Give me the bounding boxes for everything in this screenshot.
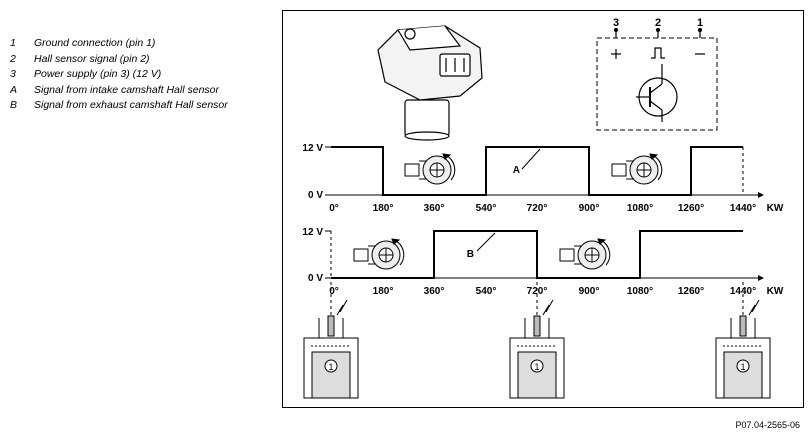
signal-chart-b: 12 V 0 V B 0° 180° 360° 540° 720° 900° 1…: [302, 227, 783, 297]
tick-1080: 1080°: [627, 286, 653, 297]
diagram-frame: [282, 10, 804, 408]
camshaft-icons: [353, 153, 663, 270]
camshaft-sensor-icon: [611, 153, 663, 185]
tick-900: 900°: [579, 203, 600, 214]
tick-720: 720°: [527, 203, 548, 214]
piston-cylinder-label: 1: [740, 362, 745, 372]
tick-720: 720°: [527, 286, 548, 297]
chart-b-12v-label: 12 V: [302, 227, 323, 238]
unit-kw: KW: [767, 203, 784, 214]
sensor-schematic: 3 2 1: [596, 17, 718, 131]
piston-cylinder-label: 1: [328, 362, 333, 372]
pin-2-label: 2: [655, 17, 661, 29]
pin-3-label: 3: [613, 17, 619, 29]
tick-360: 360°: [424, 203, 445, 214]
pistons: 1 1 1: [303, 299, 771, 399]
figure-reference: P07.04-2565-06: [735, 420, 800, 430]
pin-1-label: 1: [697, 17, 703, 29]
camshaft-sensor-icon: [404, 153, 456, 185]
piston-cylinder-label: 1: [534, 362, 539, 372]
tick-540: 540°: [476, 203, 497, 214]
tick-180: 180°: [373, 286, 394, 297]
tick-540: 540°: [476, 286, 497, 297]
tick-1440: 1440°: [730, 203, 756, 214]
tick-1260: 1260°: [678, 286, 704, 297]
tick-1440: 1440°: [730, 286, 756, 297]
chart-b-signal-label: B: [467, 249, 474, 260]
tick-0: 0°: [329, 286, 339, 297]
chart-a-signal-label: A: [513, 165, 520, 176]
signal-chart-a: 12 V 0 V A 0° 180° 360° 540° 720° 900° 1…: [302, 143, 783, 214]
chart-b-0v-label: 0 V: [308, 273, 323, 284]
chart-a-0v-label: 0 V: [308, 190, 323, 201]
piston-cylinder: 1: [509, 299, 565, 399]
chart-a-12v-label: 12 V: [302, 143, 323, 154]
tick-900: 900°: [579, 286, 600, 297]
tick-180: 180°: [373, 203, 394, 214]
tick-1260: 1260°: [678, 203, 704, 214]
piston-guide-lines: [330, 282, 744, 320]
tick-360: 360°: [424, 286, 445, 297]
camshaft-sensor-icon: [353, 238, 405, 270]
tick-1080: 1080°: [627, 203, 653, 214]
camshaft-sensor-icon: [559, 238, 611, 270]
unit-kw: KW: [767, 286, 784, 297]
tick-0: 0°: [329, 203, 339, 214]
piston-cylinder: 1: [715, 299, 771, 399]
hall-sensor-illustration: [377, 25, 483, 141]
piston-cylinder: 1: [303, 299, 359, 399]
